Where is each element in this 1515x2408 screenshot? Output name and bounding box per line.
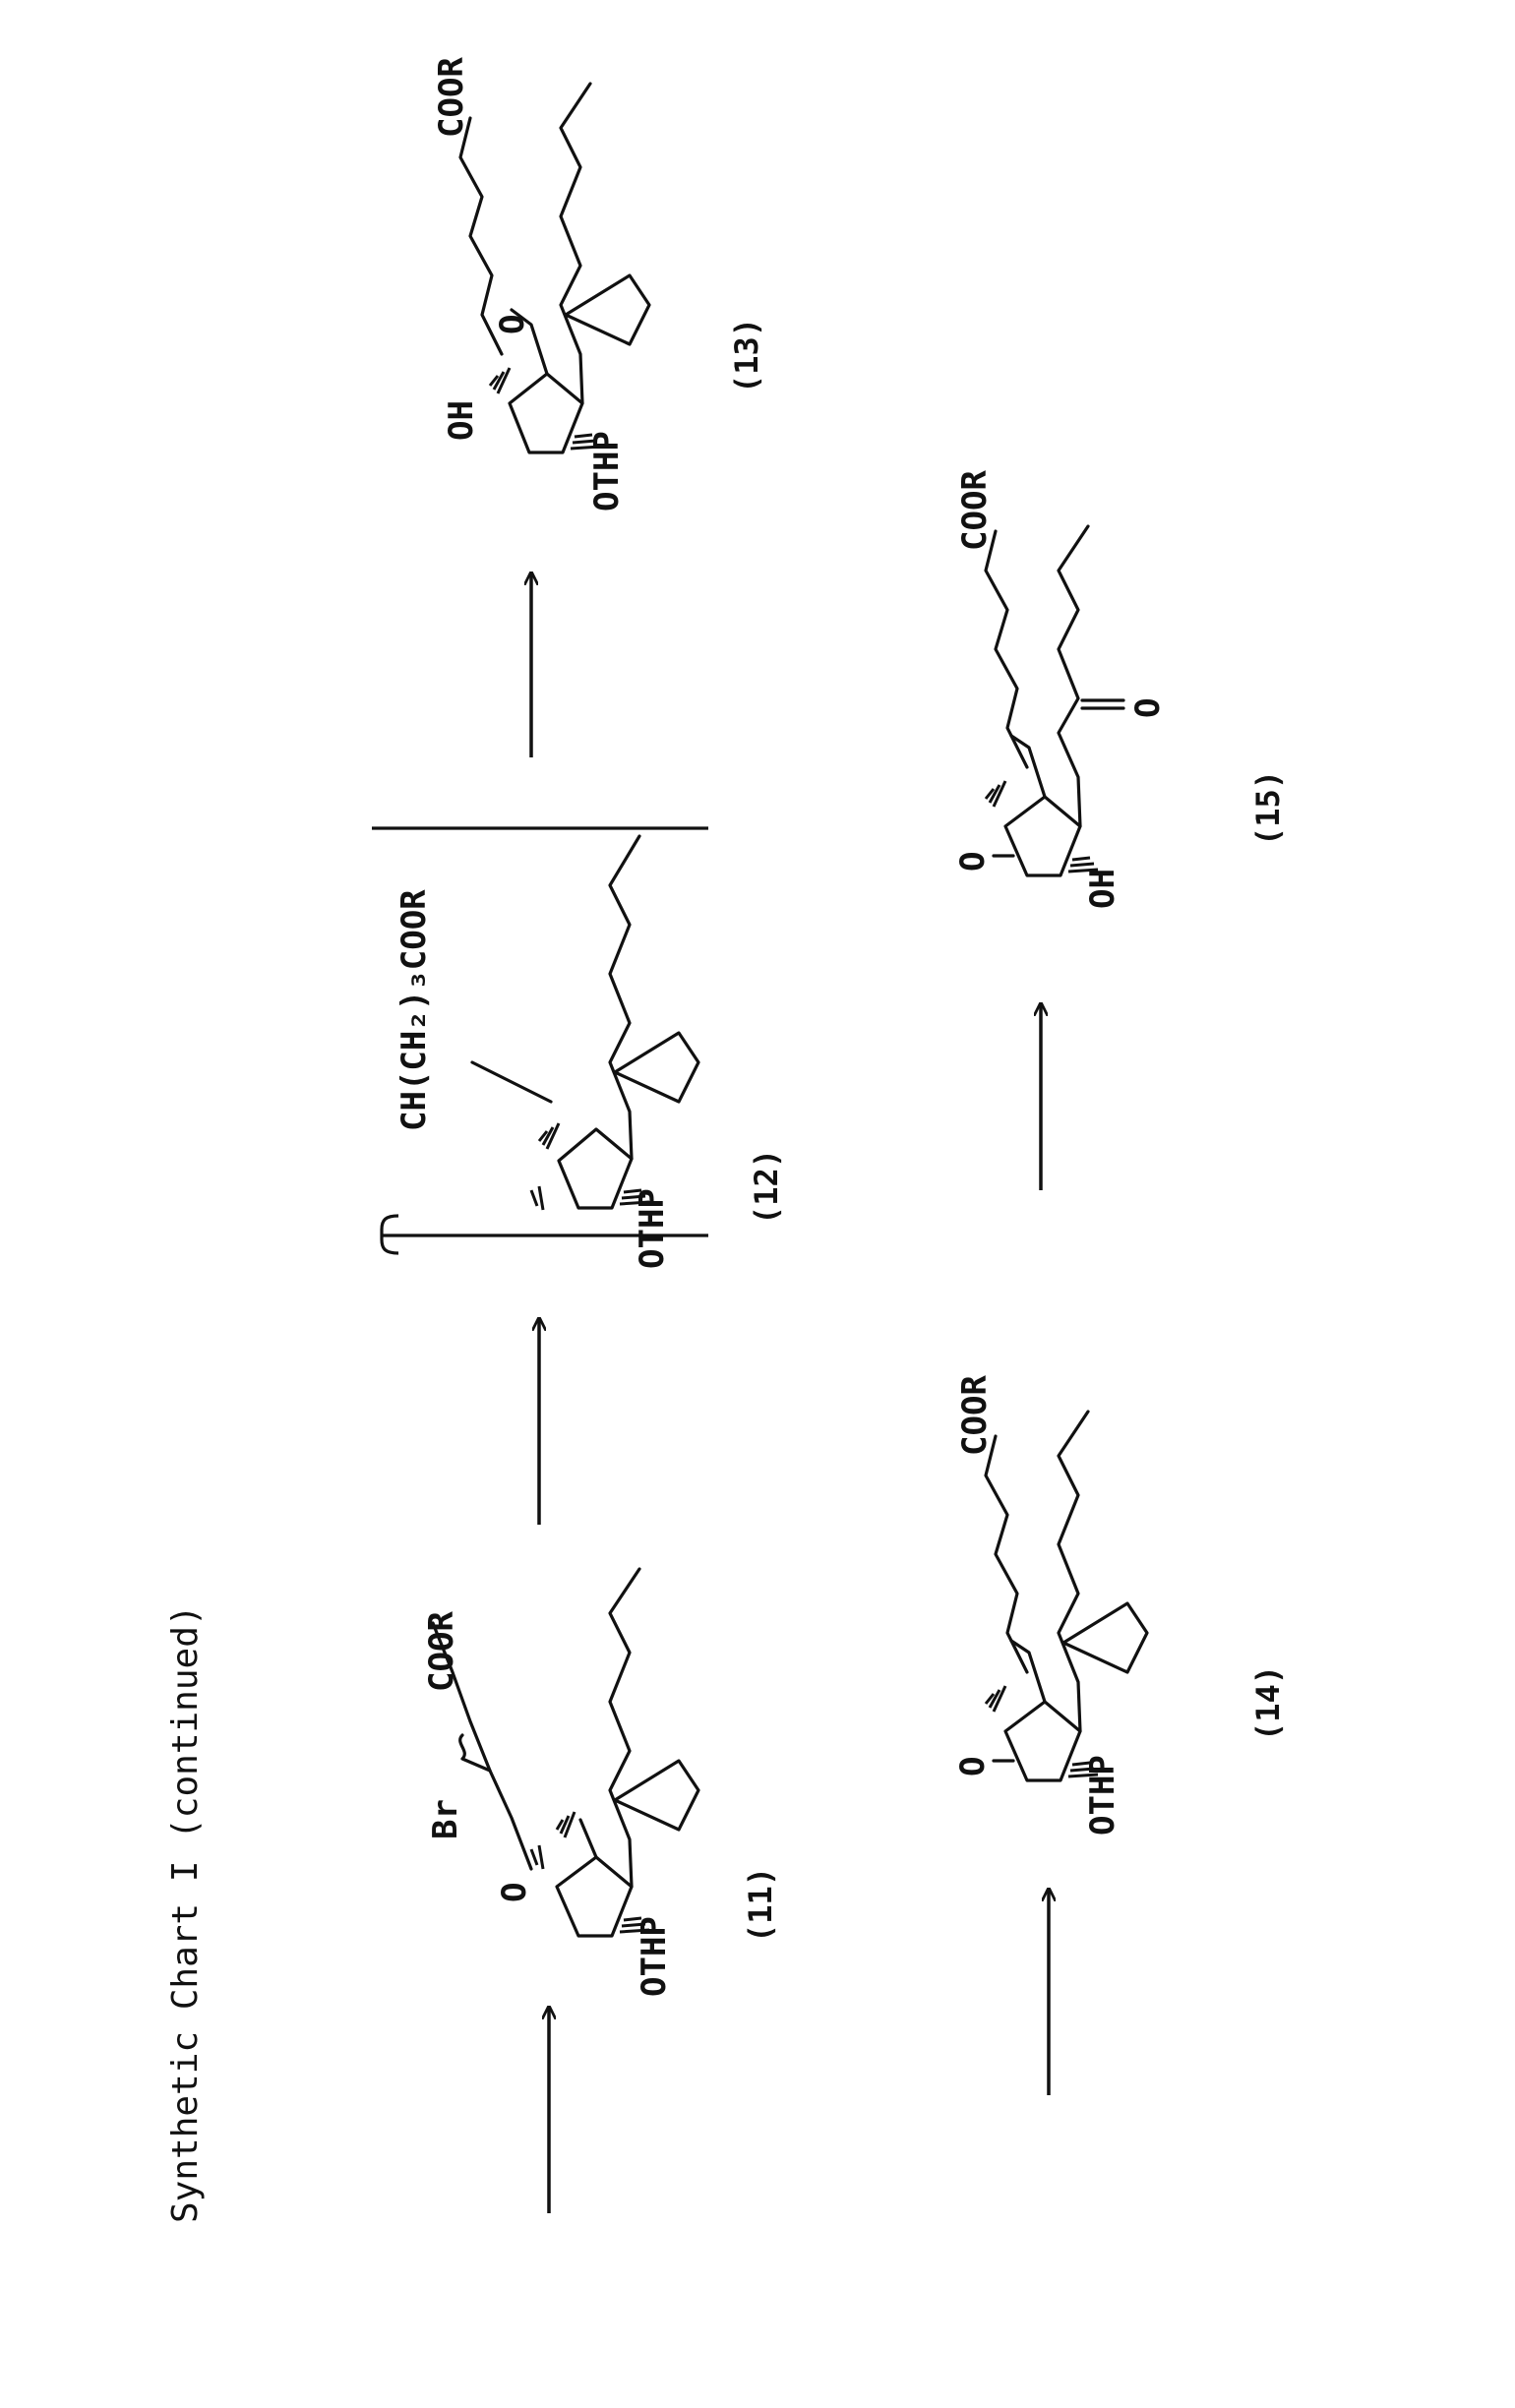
side-chain-group: CH(CH₂)₃COOR: [394, 889, 434, 1131]
othp-group: OTHP: [1083, 1755, 1122, 1836]
keto-oxygen-atom: O: [953, 1757, 993, 1776]
ester-group: COOR: [422, 1611, 461, 1692]
keto-oxygen-atom: O: [953, 852, 993, 872]
compound-12: CH(CH₂)₃COOR OTHP (12): [394, 836, 785, 1269]
othp-group: OTHP: [587, 431, 627, 512]
ether-oxygen-atom: O: [493, 315, 532, 334]
othp-group: OTHP: [635, 1916, 674, 1997]
compound-label-13: (13): [728, 318, 765, 393]
hydroxyl-group: OH: [442, 400, 481, 441]
othp-group: OTHP: [633, 1188, 672, 1269]
hydroxyl-group: OH: [1083, 869, 1122, 909]
compound-label-15: (15): [1249, 770, 1287, 846]
compound-label-11: (11): [742, 1867, 779, 1943]
compound-14: O COOR OTHP (14): [953, 1375, 1287, 1836]
ester-group: COOR: [432, 57, 471, 138]
compound-15: O COOR O OH (15): [953, 470, 1287, 909]
compound-11: O Br COOR OTHP (11): [422, 1569, 779, 1997]
bromo-atom: Br: [426, 1799, 465, 1839]
compound-13: O OH COOR OTHP (13): [432, 57, 765, 512]
compound-label-12: (12): [748, 1149, 785, 1225]
ester-group: COOR: [955, 470, 995, 551]
ester-group: COOR: [955, 1375, 995, 1456]
side-keto-oxygen-atom: O: [1128, 698, 1168, 718]
chart-title: Synthetic Chart I (continued): [165, 1604, 206, 2223]
compound-label-14: (14): [1249, 1665, 1287, 1741]
ring-oxygen-atom: O: [495, 1883, 534, 1902]
